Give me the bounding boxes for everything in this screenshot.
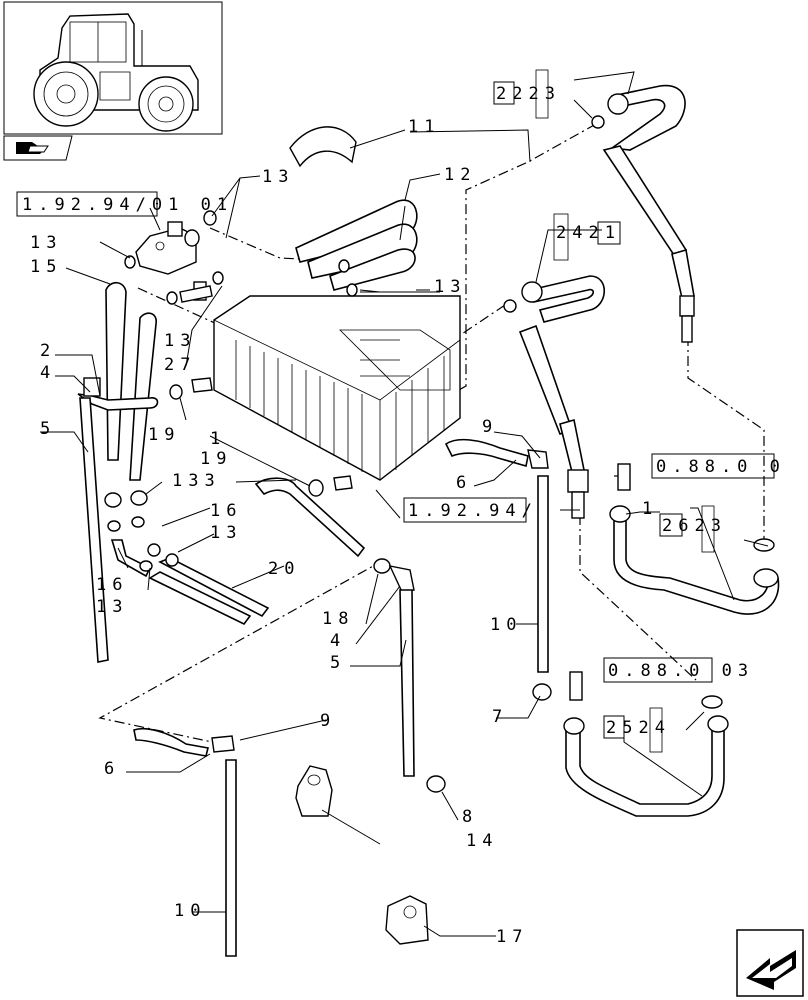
callout-27: 27 [164,355,196,375]
left-hoses [77,281,366,663]
ref-2223: 2223 [496,84,561,104]
callout-5: 5 [330,653,346,673]
ref-0-88-0-03: 0.88.0 03 [608,661,754,681]
pipe-2223 [591,84,695,343]
ref-1-92-94: 1.92.94/ [408,501,538,521]
callout-18: 18 [322,609,354,629]
ref-2524: 2524 [606,718,671,738]
callout-11: 11 [408,117,440,137]
pipe-2623 [609,463,780,615]
callout-10: 10 [174,901,206,921]
section-book-icon [3,135,73,161]
callout-7: 7 [492,707,508,727]
ref-0-88-0-0: 0.88.0 0 [656,457,786,477]
callout-16: 16 [210,501,242,521]
callout-10: 10 [490,615,522,635]
callout-16: 16 [96,575,128,595]
ref-1-92-94-01-01: 1.92.94/01 01 [22,195,233,215]
callout-8: 8 [462,807,478,827]
callout-15: 15 [30,257,62,277]
callout-13: 13 [96,597,128,617]
radiator-cooler [213,295,461,481]
callout-2: 2 [40,341,56,361]
callout-1: 1 [210,429,226,449]
callout-6: 6 [456,473,472,493]
callout-12: 12 [444,165,476,185]
callout-19: 19 [148,425,180,445]
pipe-2524 [563,671,729,817]
clip-part [385,895,429,945]
callout-13: 13 [262,167,294,187]
callout-5: 5 [40,419,56,439]
callout-9: 9 [482,417,498,437]
clamps [104,210,552,793]
callout-14: 14 [466,831,498,851]
callout-13: 13 [164,331,196,351]
ref-2623: 2623 [662,516,727,536]
callout-17: 17 [496,927,528,947]
callout-13: 13 [210,523,242,543]
tube-bundle-part [295,199,418,291]
callout-13: 13 [434,277,466,297]
leader-lines [40,71,769,937]
callout-19: 19 [200,449,232,469]
pipe-2421 [503,275,605,519]
valve-part [135,221,200,275]
ref-2421: 2421 [556,223,621,243]
reference-boxes [16,69,775,753]
callout-4: 4 [330,631,346,651]
callout-1: 1 [642,499,658,519]
callout-4: 4 [40,363,56,383]
next-page-arrow-icon[interactable] [736,929,804,997]
callout-13: 13 [30,233,62,253]
callout-9: 9 [320,711,336,731]
callout-133: 133 [172,471,221,491]
callout-20: 20 [268,559,300,579]
cover-part [289,126,357,168]
callout-6: 6 [104,759,120,779]
hose-10-right [444,438,549,673]
hose-10-bottom [133,728,237,957]
tractor-thumbnail-icon [3,1,223,135]
bracket-part [295,765,333,817]
